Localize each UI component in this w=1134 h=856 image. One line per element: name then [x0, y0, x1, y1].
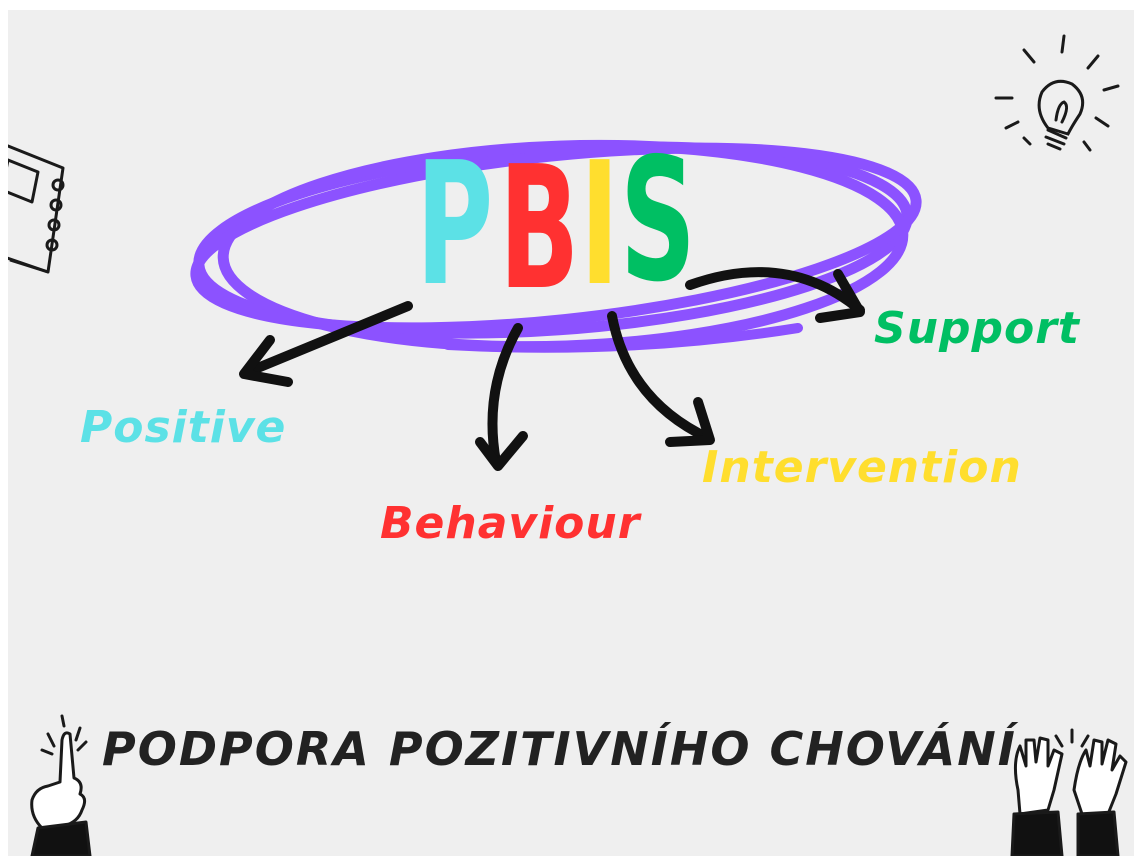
arrow-to-intervention [607, 311, 713, 443]
acronym-letter-b: B [499, 130, 580, 328]
acronym-letter-i: I [580, 126, 620, 324]
arrow-to-behaviour [487, 323, 523, 467]
poster-canvas: P B I S Positive Behaviour Intervention … [8, 10, 1134, 856]
arrow-to-positive [243, 301, 413, 377]
acronym-letter-p: P [416, 126, 494, 324]
pbis-acronym: P B I S [8, 126, 1134, 328]
pointing-hand-icon [30, 714, 92, 856]
word-support: Support [874, 303, 1080, 354]
word-positive: Positive [80, 402, 287, 453]
footer-title: PODPORA POZITIVNÍHO CHOVÁNÍ [102, 722, 1017, 776]
lightbulb-icon [994, 34, 1120, 152]
notebook-icon [8, 144, 65, 274]
raised-hands-icon [1010, 728, 1128, 856]
diagram-graphics [8, 34, 1128, 856]
word-intervention: Intervention [702, 442, 1022, 493]
arrows [239, 267, 865, 471]
arrow-to-support [685, 267, 865, 315]
acronym-letter-s: S [620, 122, 696, 320]
word-behaviour: Behaviour [380, 498, 641, 549]
